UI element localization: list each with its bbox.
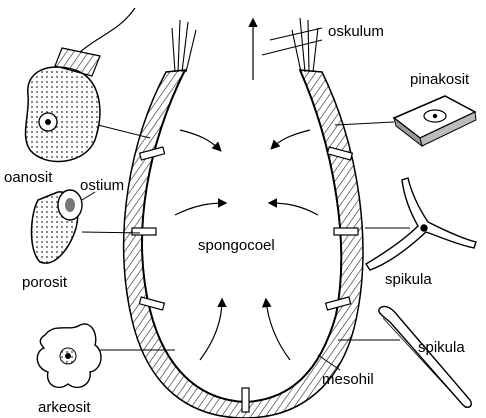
label-spongocoel: spongocoel [198, 238, 275, 253]
pinakosit-cell [335, 96, 476, 146]
water-flow-arrows [175, 20, 318, 360]
spikula-monaxon [338, 306, 471, 408]
label-spikula-lower: spikula [418, 340, 465, 355]
label-koanosit: oanosit [4, 170, 52, 185]
label-ostium: ostium [80, 178, 124, 193]
sponge-body [124, 18, 363, 418]
label-mesohil: mesohil [322, 372, 374, 387]
spikula-triradiate [365, 178, 476, 270]
label-pinakosit: pinakosit [410, 72, 469, 87]
label-leaders [262, 28, 340, 370]
label-oskulum: oskulum [328, 24, 384, 39]
label-arkeosit: arkeosit [38, 400, 91, 415]
label-spikula-upper: spikula [385, 272, 432, 287]
label-porosit: porosit [22, 275, 67, 290]
koanosit-cell [25, 8, 150, 161]
